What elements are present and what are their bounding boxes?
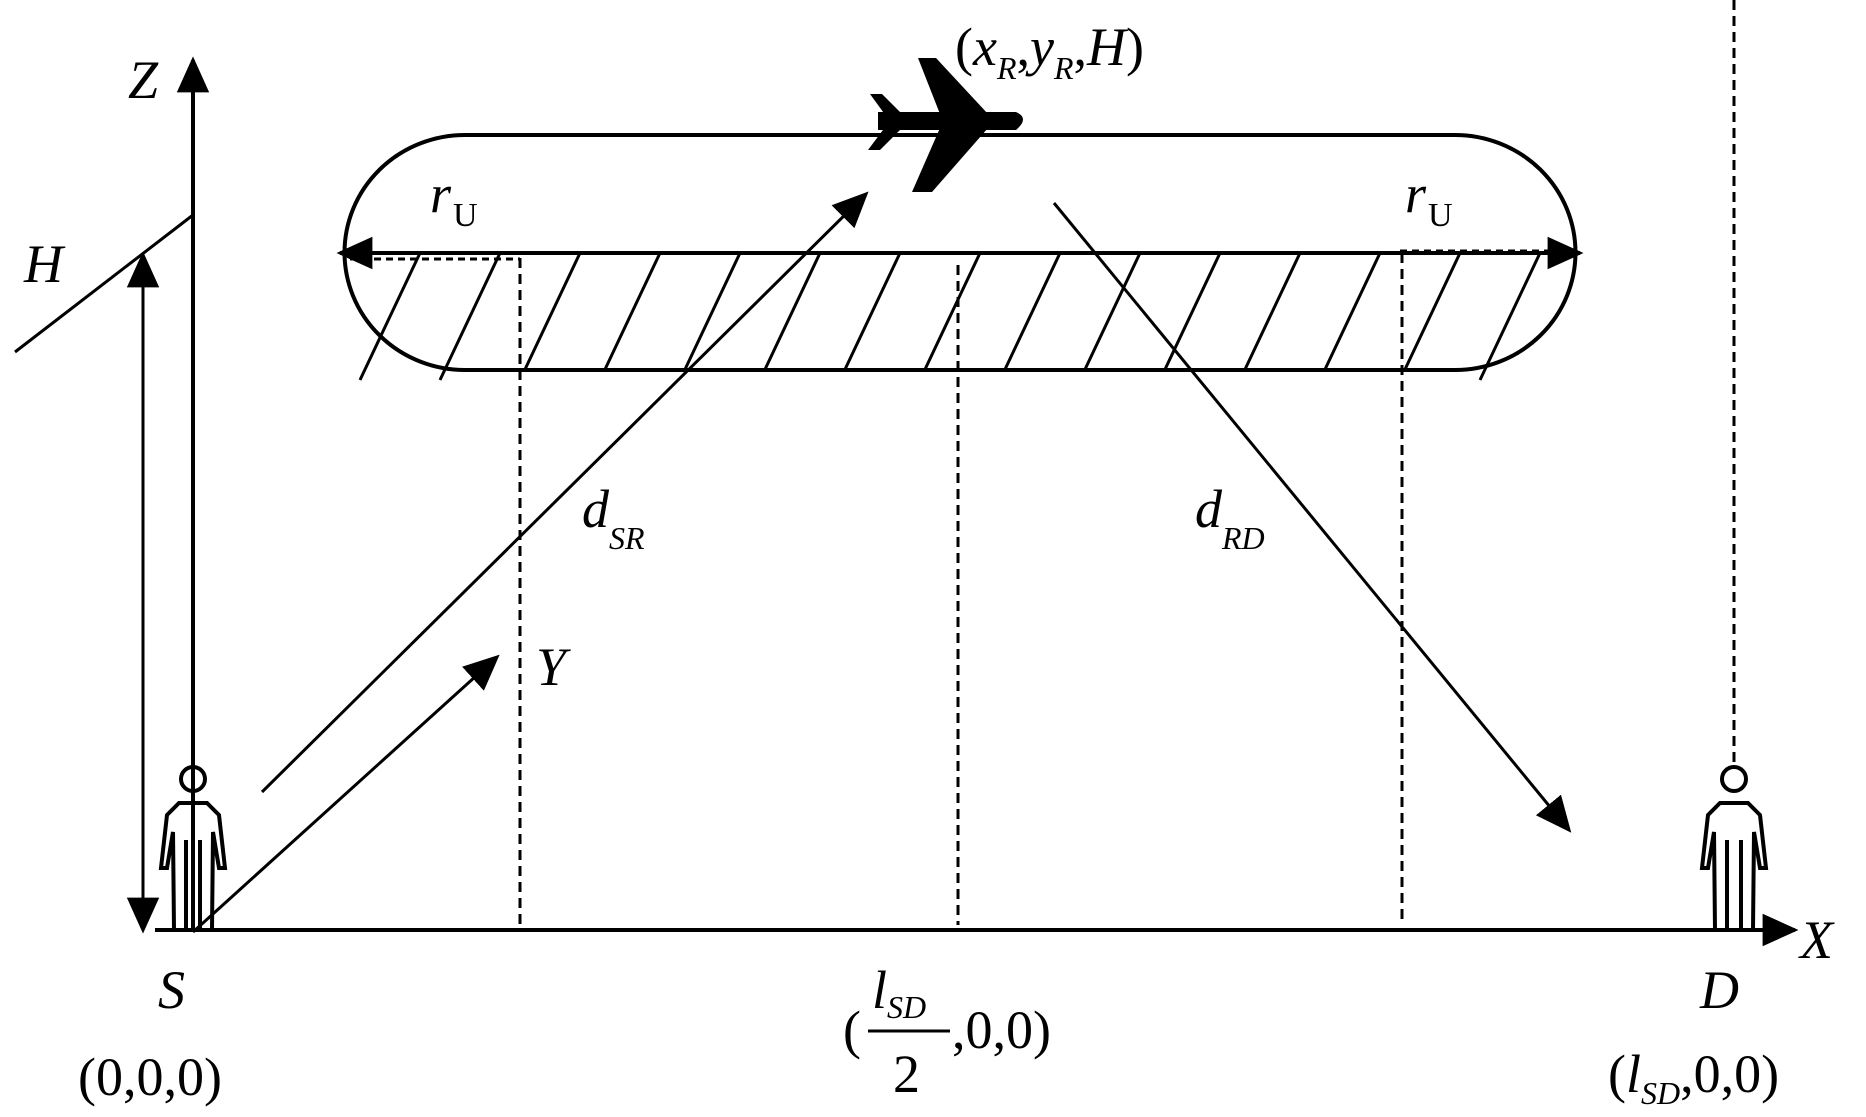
z-axis-label: Z <box>128 50 159 110</box>
hatched-region <box>358 253 1542 381</box>
y-axis <box>191 654 500 934</box>
coord-h: H <box>1086 17 1129 77</box>
y-axis-label: Y <box>536 637 571 697</box>
destination-coordinate: (lSD,0,0) <box>1608 1044 1779 1111</box>
radius-label-right: rU <box>1405 164 1453 234</box>
fraction-denominator: 2 <box>893 1044 920 1104</box>
coord-y: y <box>1025 17 1054 77</box>
comma: , <box>1074 17 1088 77</box>
destination-label: D <box>1699 960 1739 1020</box>
h-plane-line <box>14 213 194 354</box>
distance-rd-label: dRD <box>1195 479 1265 556</box>
person-icon <box>158 765 228 932</box>
flight-region-outline <box>342 133 1578 372</box>
coord-x: x <box>972 17 997 77</box>
source-label: S <box>158 960 185 1020</box>
coord-y-subscript: R <box>1053 50 1074 86</box>
comma: , <box>1017 17 1031 77</box>
midpoint-rest: ,0,0) <box>952 1000 1051 1060</box>
airplane-icon <box>868 58 1023 192</box>
radius-label-left: rU <box>430 164 478 234</box>
fraction-numerator: lSD <box>872 960 926 1025</box>
distance-sr-label: dSR <box>582 479 645 556</box>
paren-open: ( <box>955 17 973 77</box>
height-label: H <box>23 234 66 294</box>
person-icon <box>1699 765 1769 932</box>
rd-link-arrow <box>1052 202 1572 833</box>
midpoint-coordinate: ( lSD 2 ,0,0) <box>843 960 1051 1104</box>
paren-close: ) <box>1126 17 1144 77</box>
sr-link-arrow <box>260 191 869 794</box>
x-axis-label: X <box>1798 910 1835 970</box>
paren-open: ( <box>843 1000 861 1060</box>
aircraft-position-label: (xR,yR,H) <box>955 17 1144 86</box>
source-coordinate: (0,0,0) <box>78 1047 222 1107</box>
coord-x-subscript: R <box>996 50 1017 86</box>
